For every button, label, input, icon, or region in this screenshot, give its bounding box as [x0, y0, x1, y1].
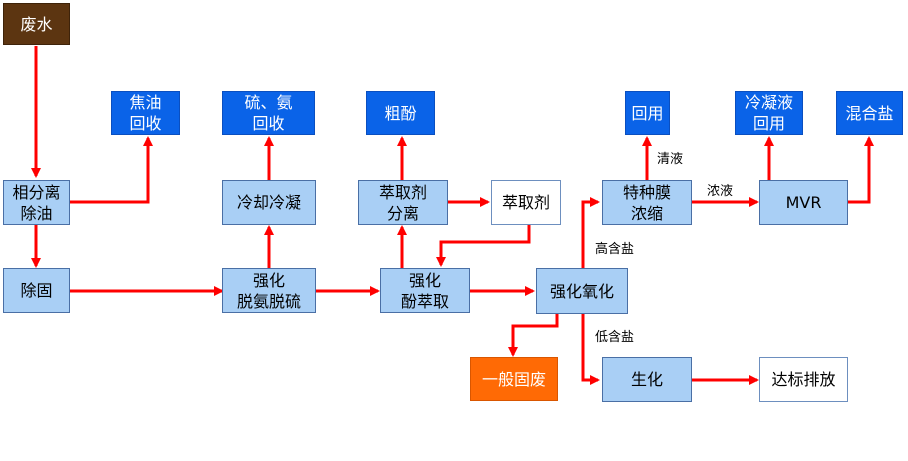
phenol-extraction-node: 强化 酚萃取	[380, 268, 470, 313]
arrow-oxidation-to-biochemical	[581, 314, 600, 385]
clear-liquid-label: 清液	[657, 152, 684, 167]
enhanced-oxidation-node: 强化氧化	[536, 268, 628, 314]
condensate-reuse-node: 冷凝液 回用	[735, 91, 803, 135]
low-salt-label: 低含盐	[595, 330, 635, 345]
biochemical-node: 生化	[602, 357, 692, 402]
membrane-concentration-node: 特种膜 浓缩	[602, 180, 692, 225]
arrow-oxidation-to-membrane	[581, 197, 600, 268]
deamination-desulfurization-node: 强化 脱氨脱硫	[222, 268, 316, 313]
arrow-mvr-to-mixed-salt	[848, 136, 874, 204]
mixed-salt-node: 混合盐	[836, 91, 903, 135]
general-solid-waste-node: 一般固废	[470, 357, 558, 401]
crude-phenol-node: 粗酚	[366, 91, 435, 135]
cooling-condensation-node: 冷却冷凝	[222, 180, 316, 225]
high-salt-label: 高含盐	[595, 242, 635, 257]
mvr-node: MVR	[759, 180, 848, 225]
concentrate-label: 浓液	[707, 184, 734, 199]
extractant-separation-node: 萃取剂 分离	[358, 180, 448, 225]
solids-removal-node: 除固	[3, 268, 70, 313]
discharge-node: 达标排放	[759, 357, 848, 402]
extractant-node: 萃取剂	[491, 180, 561, 225]
arrow-extractant-to-extraction	[436, 225, 531, 267]
arrow-separation-to-tar	[70, 136, 153, 204]
phase-separation-node: 相分离 除油	[3, 180, 70, 225]
arrow-oxidation-to-solid-waste	[508, 314, 559, 357]
reuse-node: 回用	[625, 91, 670, 135]
tar-recovery-node: 焦油 回收	[111, 91, 180, 135]
sulfur-ammonia-recovery-node: 硫、氨 回收	[222, 91, 315, 135]
wastewater-node: 废水	[3, 3, 70, 45]
